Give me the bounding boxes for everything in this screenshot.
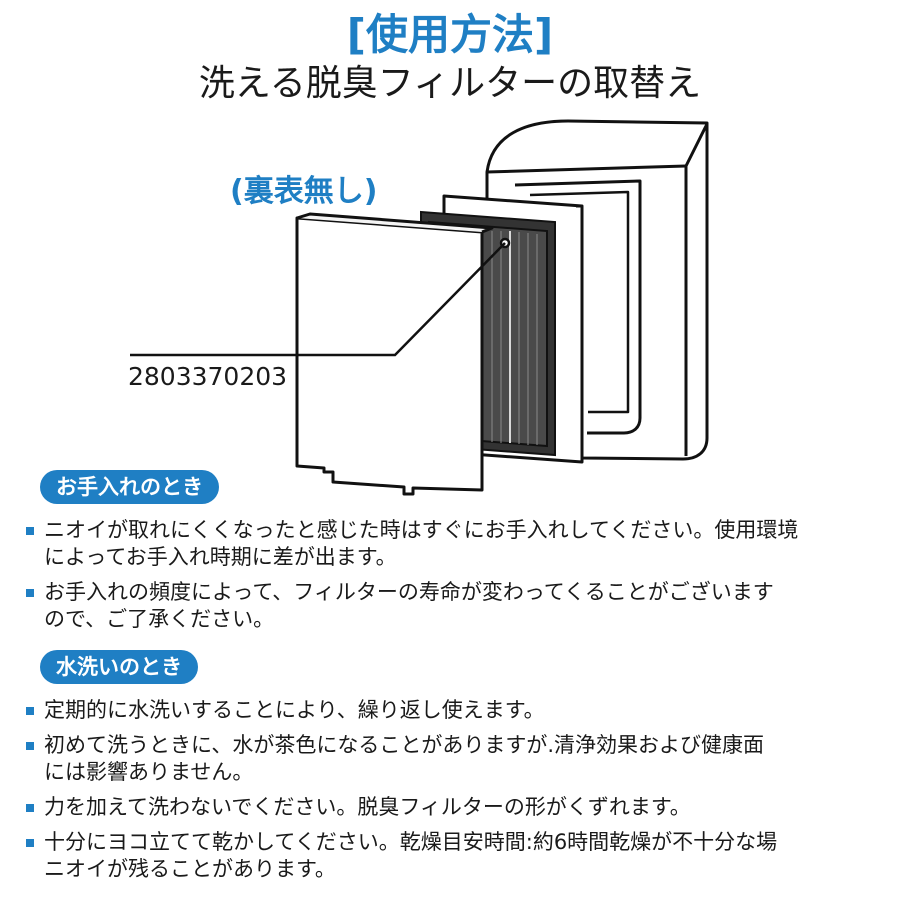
wash-bullet-list: 定期的に水洗いすることにより、繰り返し使えます。 初めて洗うときに、水が茶色にな… [24,697,884,891]
bullet-square-icon [26,527,34,535]
list-item-text: 初めて洗うときに、水が茶色になることがありますが.清浄効果および健康面 には影響… [44,733,765,784]
bullet-square-icon [26,589,34,597]
no-side-label: (裏表無し) [230,174,378,209]
list-item-text: 定期的に水洗いすることにより、繰り返し使えます。 [44,698,545,722]
part-number-label: 2803370203 [128,362,288,391]
list-item-text: 力を加えて洗わないでください。脱臭フィルターの形がくずれます。 [44,795,691,819]
list-item: 力を加えて洗わないでください。脱臭フィルターの形がくずれます。 [24,794,884,821]
list-item: 十分にヨコ立てて乾かしてください。乾燥目安時間:約6時間乾燥が不十分な場 ニオイ… [24,829,884,883]
bullet-square-icon [26,707,34,715]
list-item: 初めて洗うときに、水が茶色になることがありますが.清浄効果および健康面 には影響… [24,732,884,786]
list-item-text: お手入れの頻度によって、フィルターの寿命が変わってくることがございます ので、ご… [44,580,774,631]
page-title: [使用方法] [346,10,554,59]
section-heading-care: お手入れのとき [40,470,219,504]
list-item: 定期的に水洗いすることにより、繰り返し使えます。 [24,697,884,724]
bullet-square-icon [26,839,34,847]
filter-replacement-illustration [130,119,709,496]
list-item: お手入れの頻度によって、フィルターの寿命が変わってくることがございます ので、ご… [24,579,884,633]
section-heading-wash: 水洗いのとき [40,650,198,684]
page-subtitle: 洗える脱臭フィルターの取替え [198,63,702,104]
bullet-square-icon [26,804,34,812]
care-bullet-list: ニオイが取れにくくなったと感じた時はすぐにお手入れしてください。使用環境 によっ… [24,517,884,641]
leader-line [130,237,511,357]
list-item-text: 十分にヨコ立てて乾かしてください。乾燥目安時間:約6時間乾燥が不十分な場 ニオイ… [44,830,778,881]
list-item-text: ニオイが取れにくくなったと感じた時はすぐにお手入れしてください。使用環境 によっ… [44,518,799,569]
bullet-square-icon [26,742,34,750]
list-item: ニオイが取れにくくなったと感じた時はすぐにお手入れしてください。使用環境 によっ… [24,517,884,571]
